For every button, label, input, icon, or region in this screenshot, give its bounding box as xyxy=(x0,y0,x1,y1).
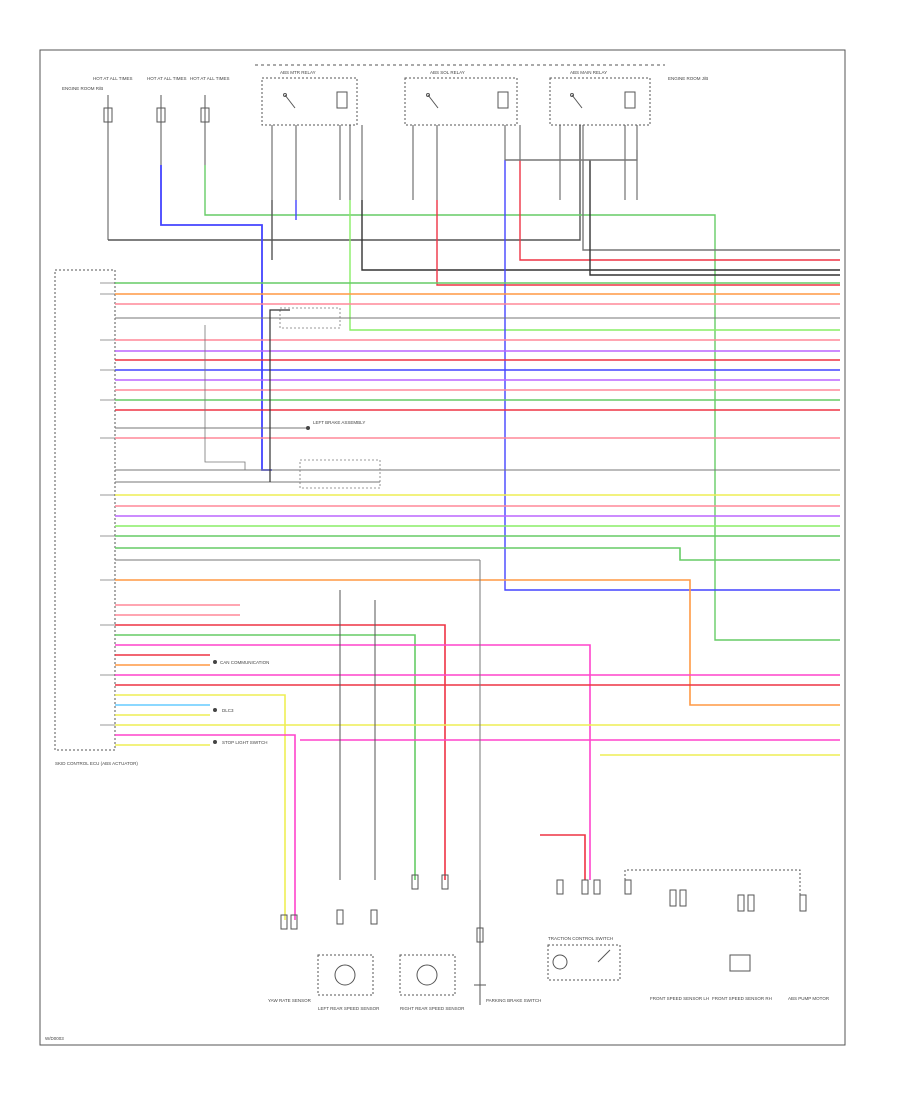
component-label-c3: RIGHT REAR SPEED SENSOR xyxy=(400,1006,465,1011)
fuse-b-label: HOT AT ALL TIMES xyxy=(147,76,187,81)
splice-point-3 xyxy=(213,708,217,712)
component-label-c4: PARKING BRAKE SWITCH xyxy=(486,998,541,1003)
fuse-c-label: HOT AT ALL TIMES xyxy=(190,76,230,81)
relay-connectors xyxy=(271,125,638,200)
splice-1-label: LEFT BRAKE ASSEMBLY xyxy=(313,420,365,425)
junction-boxes xyxy=(204,307,381,489)
fuse-a-label: HOT AT ALL TIMES xyxy=(93,76,133,81)
component-label-c2: LEFT REAR SPEED SENSOR xyxy=(318,1006,380,1011)
relay-3-label: ABS MAIN RELAY xyxy=(570,70,607,75)
ecu-label: SKID CONTROL ECU (ABS ACTUATOR) xyxy=(55,761,138,766)
relay-2-label: ABS SOL RELAY xyxy=(430,70,465,75)
bottom-components xyxy=(280,869,807,1005)
relay-boxes xyxy=(255,64,665,126)
top-routing xyxy=(108,125,840,641)
ecu-pin-stubs xyxy=(100,282,115,726)
top-label-group: ENGINE ROOM R/B HOT AT ALL TIMES HOT AT … xyxy=(62,70,708,91)
component-label-c7: FRONT SPEED SENSOR RH xyxy=(712,996,772,1001)
splice-3-label: DLC3 xyxy=(222,708,234,713)
splice-2-label: CAN COMMUNICATION xyxy=(220,660,269,665)
diagram-border xyxy=(39,49,846,1046)
fuse-stubs xyxy=(103,95,210,240)
component-label-c8: ABS PUMP MOTOR xyxy=(788,996,830,1001)
splice-point-1 xyxy=(306,426,310,430)
splice-point-4 xyxy=(213,740,217,744)
component-label-c6: FRONT SPEED SENSOR LH xyxy=(650,996,709,1001)
left-block-label: ENGINE ROOM R/B xyxy=(62,86,103,91)
splice-4-label: STOP LIGHT SWITCH xyxy=(222,740,268,745)
footer-code: W/D0003 xyxy=(45,1036,64,1041)
bus-wires xyxy=(115,282,840,920)
center-labels: LEFT BRAKE ASSEMBLY CAN COMMUNICATION DL… xyxy=(213,420,365,745)
bottom-labels: YAW RATE SENSOR LEFT REAR SPEED SENSOR R… xyxy=(268,936,830,1011)
component-label-c5: TRACTION CONTROL SWITCH xyxy=(548,936,613,941)
ecu-box xyxy=(54,269,116,751)
relay-1-label: ABS MTR RELAY xyxy=(280,70,316,75)
splice-point-2 xyxy=(213,660,217,664)
component-label-c1: YAW RATE SENSOR xyxy=(268,998,312,1003)
right-block-label: ENGINE ROOM J/B xyxy=(668,76,708,81)
